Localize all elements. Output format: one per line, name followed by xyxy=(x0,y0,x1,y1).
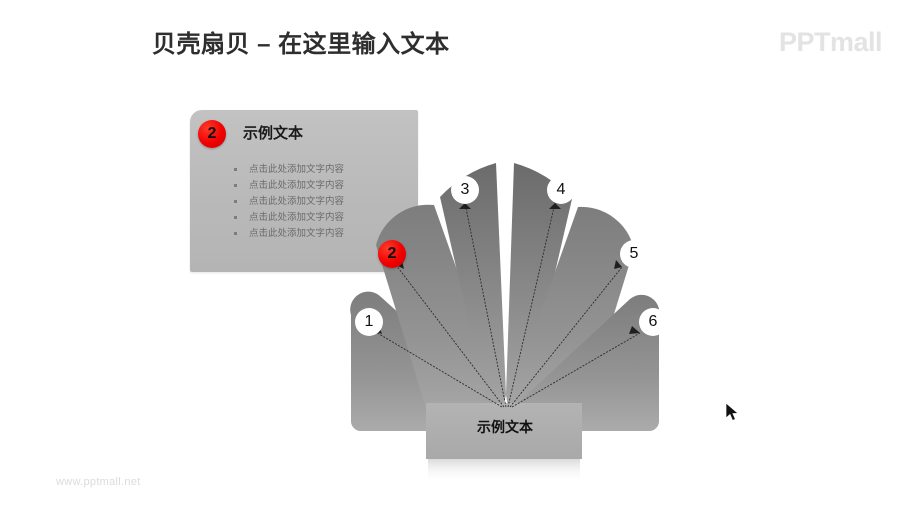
shell-base-bar[interactable] xyxy=(426,403,582,459)
connector-line-5 xyxy=(509,266,623,408)
list-item-label: 点击此处添加文字内容 xyxy=(249,164,345,175)
arrowhead-5 xyxy=(614,260,622,269)
bullet-dot-icon xyxy=(234,184,237,187)
list-item: 点击此处添加文字内容 xyxy=(232,194,407,210)
connector-line-6 xyxy=(511,332,641,408)
shell-number-3[interactable]: 3 xyxy=(451,176,479,204)
shell-number-2[interactable]: 2 xyxy=(378,240,406,268)
shell-graphic xyxy=(350,163,660,483)
arrowhead-4 xyxy=(549,203,561,209)
connector-line-2 xyxy=(395,264,505,408)
list-item-label: 点击此处添加文字内容 xyxy=(249,196,345,207)
list-item: 点击此处添加文字内容 xyxy=(232,210,407,226)
list-item: 点击此处添加文字内容 xyxy=(232,226,407,242)
connector-line-1 xyxy=(373,330,503,408)
bullet-dot-icon xyxy=(234,200,237,203)
mouse-cursor-icon xyxy=(726,403,739,421)
shell-number-6[interactable]: 6 xyxy=(639,308,667,336)
connector-arrows xyxy=(373,202,641,408)
bullet-dot-icon xyxy=(234,216,237,219)
bullet-dot-icon xyxy=(234,168,237,171)
pptmall-logo: PPTmall xyxy=(778,27,883,57)
panel-badge-number[interactable]: 2 xyxy=(198,120,226,148)
info-panel[interactable]: 2 示例文本 点击此处添加文字内容 点击此处添加文字内容 点击此处添加文字内容 … xyxy=(190,110,418,272)
arrowhead-6 xyxy=(629,326,640,334)
list-item-label: 点击此处添加文字内容 xyxy=(249,228,345,239)
list-item-label: 点击此处添加文字内容 xyxy=(249,212,345,223)
list-item-label: 点击此处添加文字内容 xyxy=(249,180,345,191)
arrowhead-3 xyxy=(459,203,471,209)
connector-line-4 xyxy=(507,202,556,408)
panel-heading: 示例文本 xyxy=(243,125,304,142)
shell-number-1[interactable]: 1 xyxy=(355,308,383,336)
list-item: 点击此处添加文字内容 xyxy=(232,162,407,178)
panel-bullet-list: 点击此处添加文字内容 点击此处添加文字内容 点击此处添加文字内容 点击此处添加文… xyxy=(232,162,407,242)
shell-number-4[interactable]: 4 xyxy=(547,176,575,204)
shell-petal-5[interactable] xyxy=(510,206,634,431)
watermark-url: www.pptmall.net xyxy=(56,476,141,488)
shell-number-5[interactable]: 5 xyxy=(620,240,648,268)
shell-petal-2[interactable] xyxy=(376,204,502,431)
bullet-dot-icon xyxy=(234,232,237,235)
connector-line-3 xyxy=(464,202,507,408)
page-title: 贝壳扇贝 – 在这里输入文本 xyxy=(152,31,450,58)
shell-scallop-diagram[interactable]: 示例文本 1 2 3 4 5 6 xyxy=(330,145,739,485)
shell-petal-4[interactable] xyxy=(506,163,572,429)
list-item: 点击此处添加文字内容 xyxy=(232,178,407,194)
shell-petal-3[interactable] xyxy=(440,163,506,429)
shell-reflection xyxy=(428,459,580,483)
